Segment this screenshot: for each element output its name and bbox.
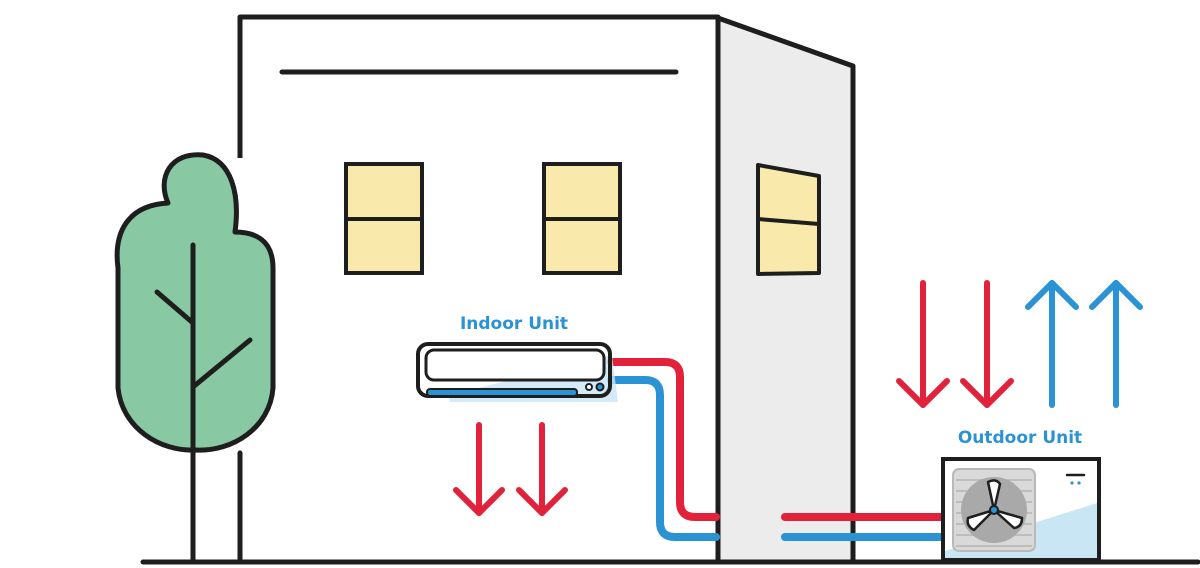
outdoor-unit xyxy=(941,457,1101,562)
indoor-unit-indicator-1 xyxy=(585,383,593,391)
outdoor-arrow-down-2 xyxy=(960,280,1014,408)
tree-branch-right xyxy=(190,337,253,390)
window-middle xyxy=(542,162,622,275)
indoor-unit-label: Indoor Unit xyxy=(460,314,568,334)
building-front-outline xyxy=(237,14,721,562)
outdoor-cold-arrows xyxy=(1025,280,1143,408)
tree xyxy=(114,152,276,563)
indoor-unit-indicator-2 xyxy=(595,382,605,392)
indoor-arrow-down-1 xyxy=(453,422,505,516)
fan-hub xyxy=(989,505,999,515)
hot-pipe-indoor xyxy=(607,358,720,521)
indoor-unit-panel xyxy=(424,348,606,382)
outdoor-unit-indicator-2 xyxy=(1077,481,1081,485)
fan-icon xyxy=(966,479,1024,532)
indoor-arrows xyxy=(453,422,568,516)
building xyxy=(237,14,856,565)
outdoor-hot-arrows xyxy=(896,280,1014,408)
outdoor-arrow-down-1 xyxy=(896,280,950,408)
window-left xyxy=(344,162,424,275)
outdoor-arrow-up-1 xyxy=(1025,280,1079,408)
window-side xyxy=(756,163,821,276)
indoor-unit-vent xyxy=(426,388,578,397)
indoor-unit xyxy=(416,342,618,402)
outdoor-unit-indicator-1 xyxy=(1070,481,1074,485)
building-side-wall xyxy=(715,15,856,565)
outdoor-arrow-up-2 xyxy=(1089,280,1143,408)
cold-pipe-indoor xyxy=(607,376,720,541)
refrigerant-pipes xyxy=(607,358,947,541)
indoor-arrow-down-2 xyxy=(516,422,568,516)
outdoor-unit-label: Outdoor Unit xyxy=(958,428,1082,448)
tree-branch-left xyxy=(154,289,196,326)
